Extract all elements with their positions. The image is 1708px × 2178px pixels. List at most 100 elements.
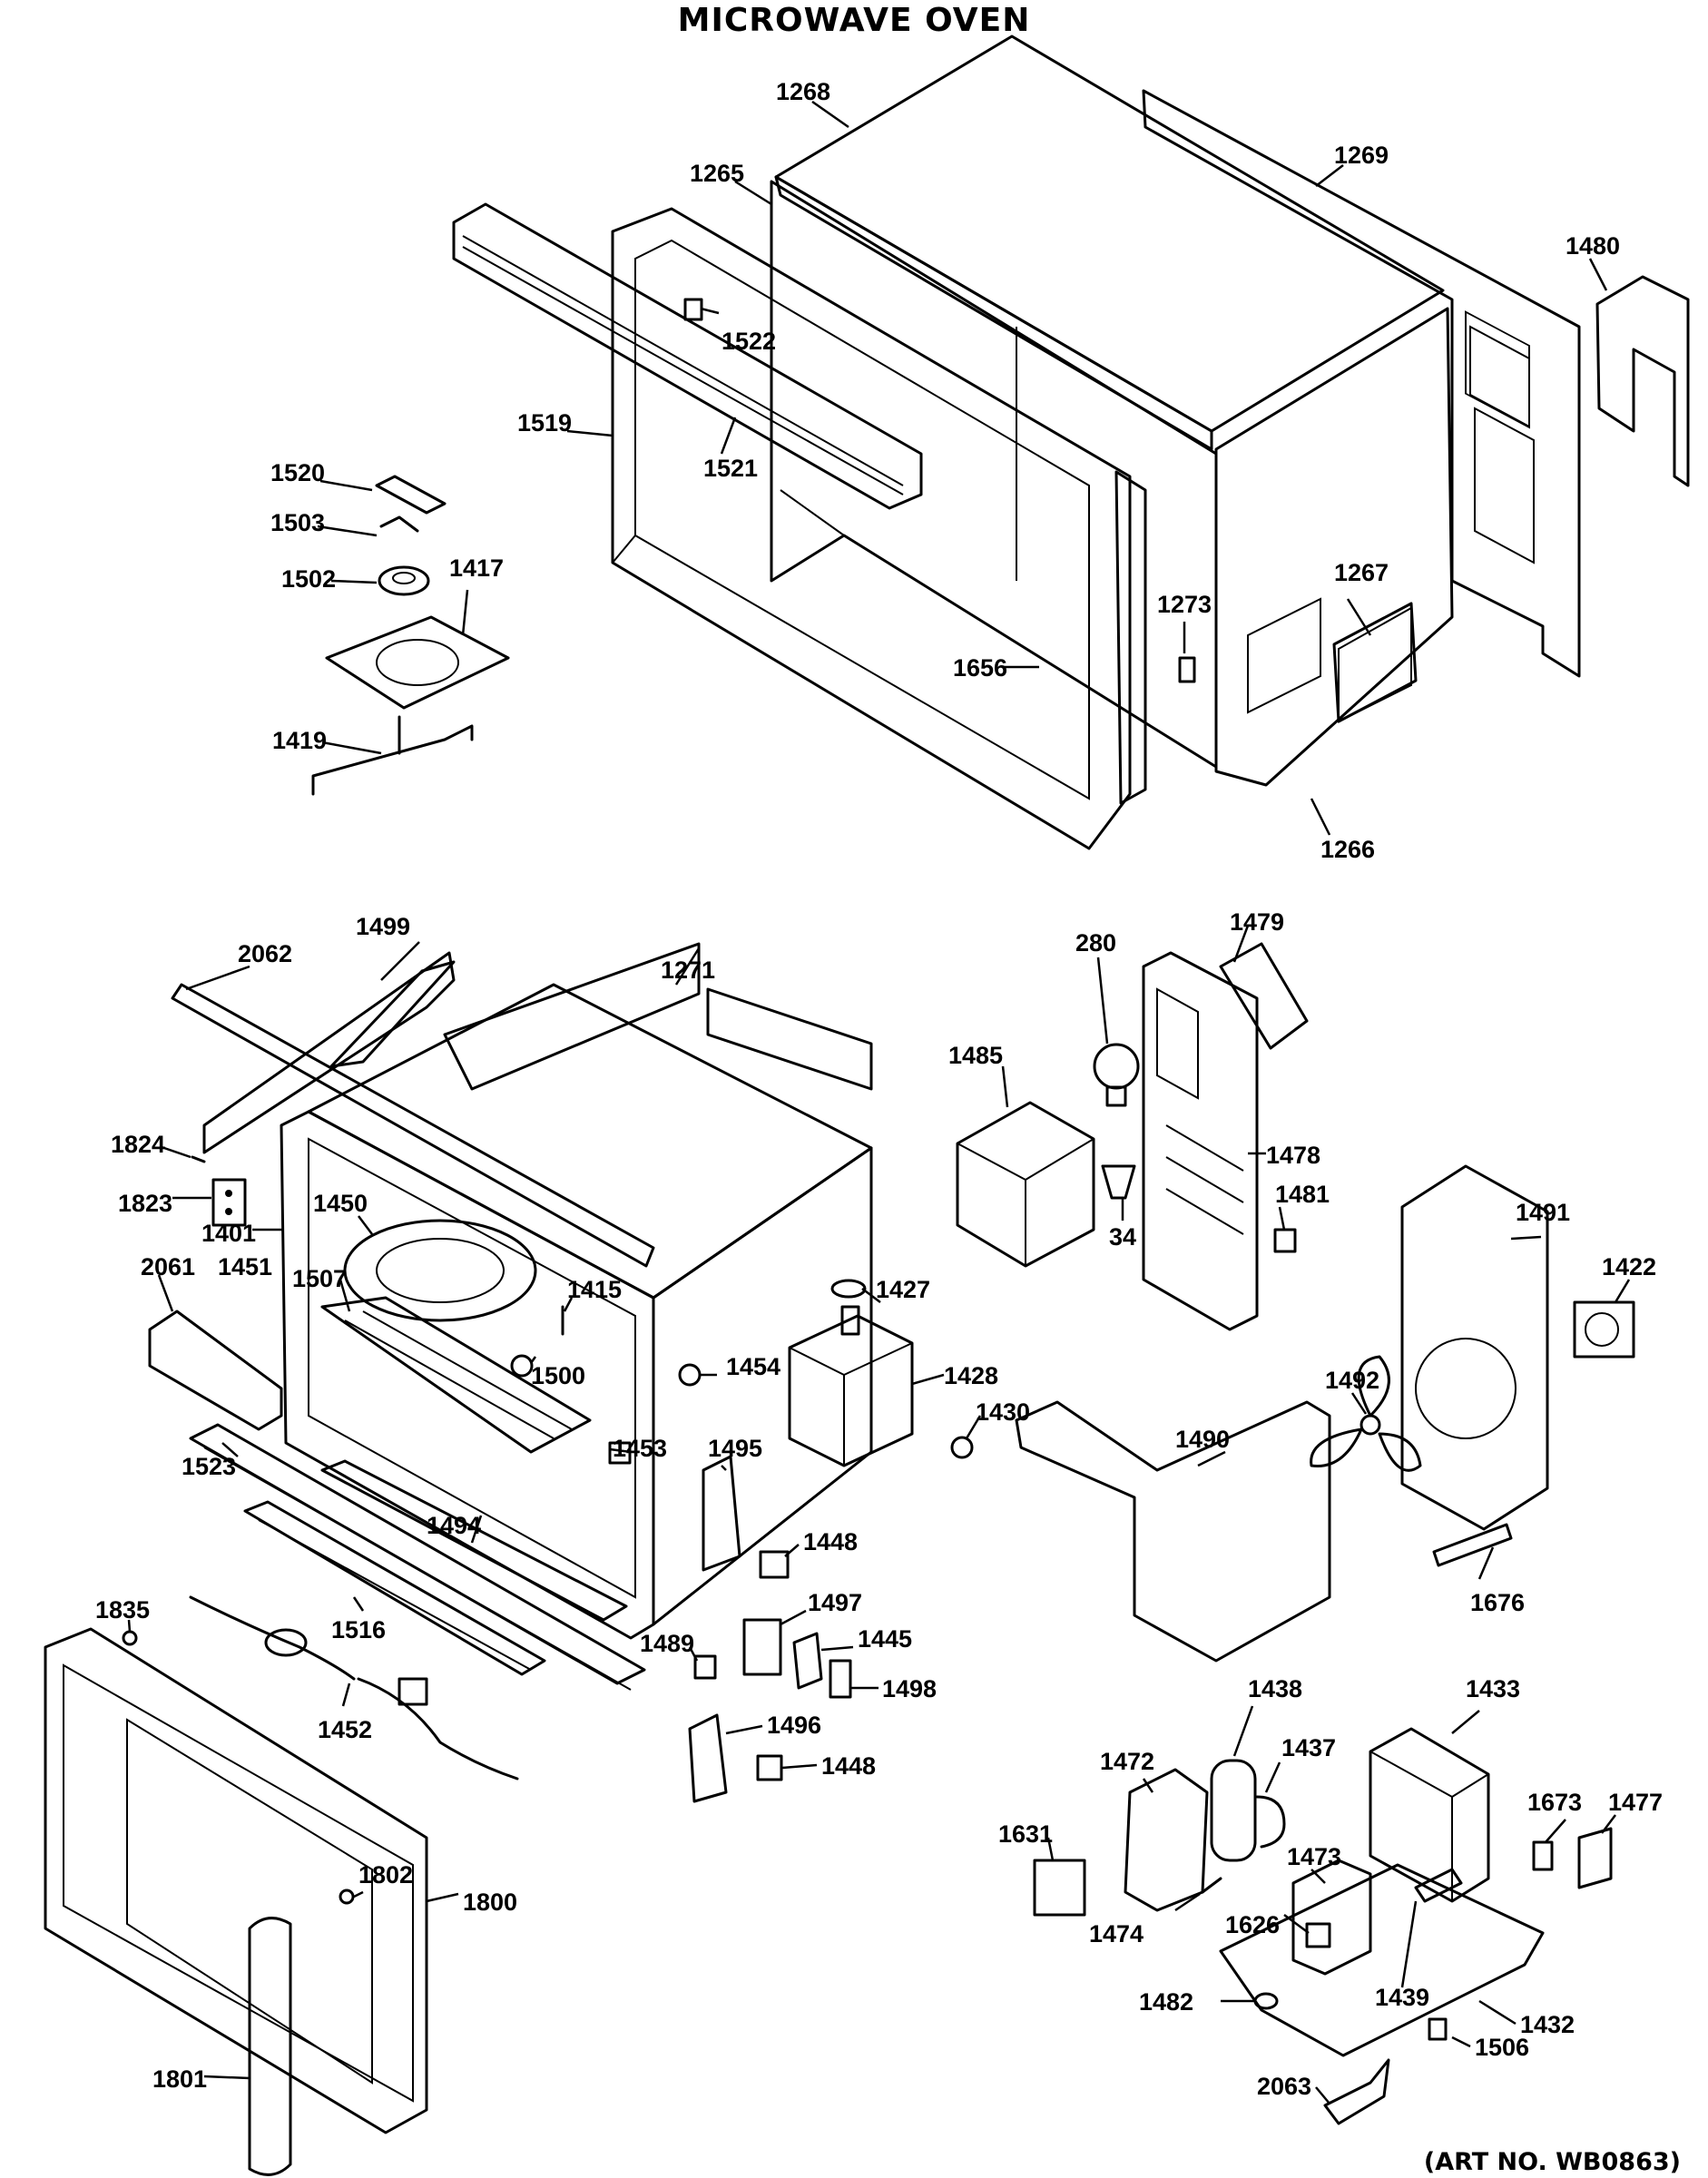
- label-1448-upper: 1448: [803, 1528, 858, 1555]
- label-1497: 1497: [808, 1589, 862, 1616]
- part-labels: 1268 1265 1269 1480 1522 1519 1521 1520 …: [95, 78, 1663, 2100]
- label-1498: 1498: [882, 1675, 937, 1702]
- switch-1445: [792, 1632, 823, 1690]
- page-title: MICROWAVE OVEN: [677, 2, 1031, 39]
- label-1676: 1676: [1470, 1589, 1525, 1616]
- fan-blade-1492: [1310, 1355, 1422, 1472]
- stirrer-motor-plate-1417: [325, 615, 510, 710]
- label-1267: 1267: [1334, 559, 1389, 586]
- label-1473: 1473: [1287, 1843, 1341, 1870]
- circuit-board-1473: [1291, 1859, 1372, 1976]
- label-1801: 1801: [152, 2065, 207, 2093]
- label-1427: 1427: [876, 1276, 930, 1303]
- outer-case-right-side-1266: [1214, 307, 1454, 787]
- terminal-block-1477: [1577, 1827, 1613, 1889]
- label-1268: 1268: [776, 78, 830, 105]
- switch-1496: [688, 1713, 728, 1803]
- label-1499: 1499: [356, 913, 410, 940]
- label-1445: 1445: [858, 1625, 912, 1653]
- label-1265: 1265: [690, 160, 744, 187]
- magnetron-1428: [788, 1305, 914, 1467]
- door-handle-1801: [248, 1917, 292, 2176]
- label-34: 34: [1109, 1223, 1136, 1251]
- part-1482: [1253, 1992, 1279, 2010]
- stirrer-pulley-1502: [378, 565, 430, 596]
- screw-1802: [339, 1889, 355, 1905]
- control-panel-1516: [243, 1500, 546, 1676]
- label-1474: 1474: [1089, 1920, 1144, 1947]
- art-number: (ART NO. WB0863): [1423, 2148, 1681, 2176]
- switch-1448-upper: [759, 1550, 790, 1579]
- bottom-rail-1523: [189, 1423, 646, 1691]
- label-1439: 1439: [1375, 1984, 1429, 2011]
- label-1432: 1432: [1520, 2011, 1575, 2038]
- lamp-cover-1479: [1219, 942, 1309, 1050]
- clip-1273: [1178, 656, 1196, 683]
- retainer-1503: [379, 515, 419, 533]
- bracket-1480: [1595, 275, 1690, 487]
- label-1266: 1266: [1320, 836, 1375, 863]
- label-1428: 1428: [944, 1362, 998, 1389]
- label-1451: 1451: [218, 1253, 272, 1280]
- label-1480: 1480: [1566, 232, 1620, 260]
- label-1269: 1269: [1334, 142, 1389, 169]
- label-1520: 1520: [270, 459, 325, 486]
- outer-case-top-1268: [774, 34, 1445, 451]
- relay-1631: [1033, 1859, 1086, 1917]
- top-bracket-1499: [202, 951, 456, 1154]
- diode-1474: [1201, 1877, 1222, 1894]
- label-2062: 2062: [238, 940, 292, 967]
- thermal-cutout-1430: [950, 1436, 974, 1459]
- label-1472: 1472: [1100, 1748, 1154, 1775]
- bracket-1472: [1124, 1768, 1209, 1912]
- label-1273: 1273: [1157, 591, 1212, 618]
- label-1422: 1422: [1602, 1253, 1656, 1280]
- label-1485: 1485: [948, 1042, 1003, 1069]
- fuse-1673: [1532, 1840, 1554, 1871]
- fan-housing-1491: [1400, 1164, 1549, 1531]
- outer-case-side-1265: [770, 180, 1218, 769]
- label-1491: 1491: [1516, 1199, 1570, 1226]
- label-1438: 1438: [1248, 1675, 1302, 1702]
- label-1516: 1516: [331, 1616, 386, 1643]
- switch-1448-lower: [756, 1754, 783, 1781]
- label-1494: 1494: [427, 1512, 481, 1539]
- label-2061: 2061: [141, 1253, 195, 1280]
- label-1800: 1800: [463, 1889, 517, 1916]
- bracket-2063: [1323, 2058, 1390, 2125]
- label-1271: 1271: [661, 957, 715, 984]
- label-1503: 1503: [270, 509, 325, 536]
- label-1507: 1507: [292, 1265, 347, 1292]
- label-1656: 1656: [953, 654, 1007, 682]
- cover-1485: [956, 1101, 1095, 1268]
- side-strip-1656: [1114, 470, 1147, 805]
- label-1477: 1477: [1608, 1789, 1663, 1816]
- top-bracket-2062: [171, 983, 655, 1268]
- label-1673: 1673: [1527, 1789, 1582, 1816]
- bracket-1498: [829, 1659, 852, 1699]
- thermal-switch-1454: [678, 1363, 702, 1387]
- label-1500: 1500: [531, 1362, 585, 1389]
- front-frame-1519: [611, 207, 1132, 850]
- label-1450: 1450: [313, 1190, 368, 1217]
- stirrer-cover-1520: [375, 475, 447, 515]
- label-1481: 1481: [1275, 1181, 1330, 1208]
- lamp-socket-1500: [510, 1354, 534, 1378]
- wire-harness-1452: [189, 1595, 519, 1781]
- stirrer-bracket-1419: [311, 715, 474, 796]
- lamp-socket-34: [1101, 1164, 1136, 1200]
- component-1626: [1305, 1922, 1331, 1948]
- switch-1439: [1414, 1868, 1463, 1903]
- label-1492: 1492: [1325, 1367, 1379, 1394]
- label-1835: 1835: [95, 1596, 150, 1624]
- grille-1521: [452, 202, 923, 510]
- clip-1522: [683, 298, 703, 321]
- outer-case-back-1269: [1142, 89, 1581, 678]
- air-duct-1478: [1142, 951, 1259, 1331]
- label-1454: 1454: [726, 1353, 780, 1380]
- capacitor-bracket-1437: [1255, 1795, 1286, 1849]
- label-1631: 1631: [998, 1820, 1053, 1848]
- shelf-1507: [320, 1296, 592, 1454]
- part-1506: [1428, 2017, 1448, 2041]
